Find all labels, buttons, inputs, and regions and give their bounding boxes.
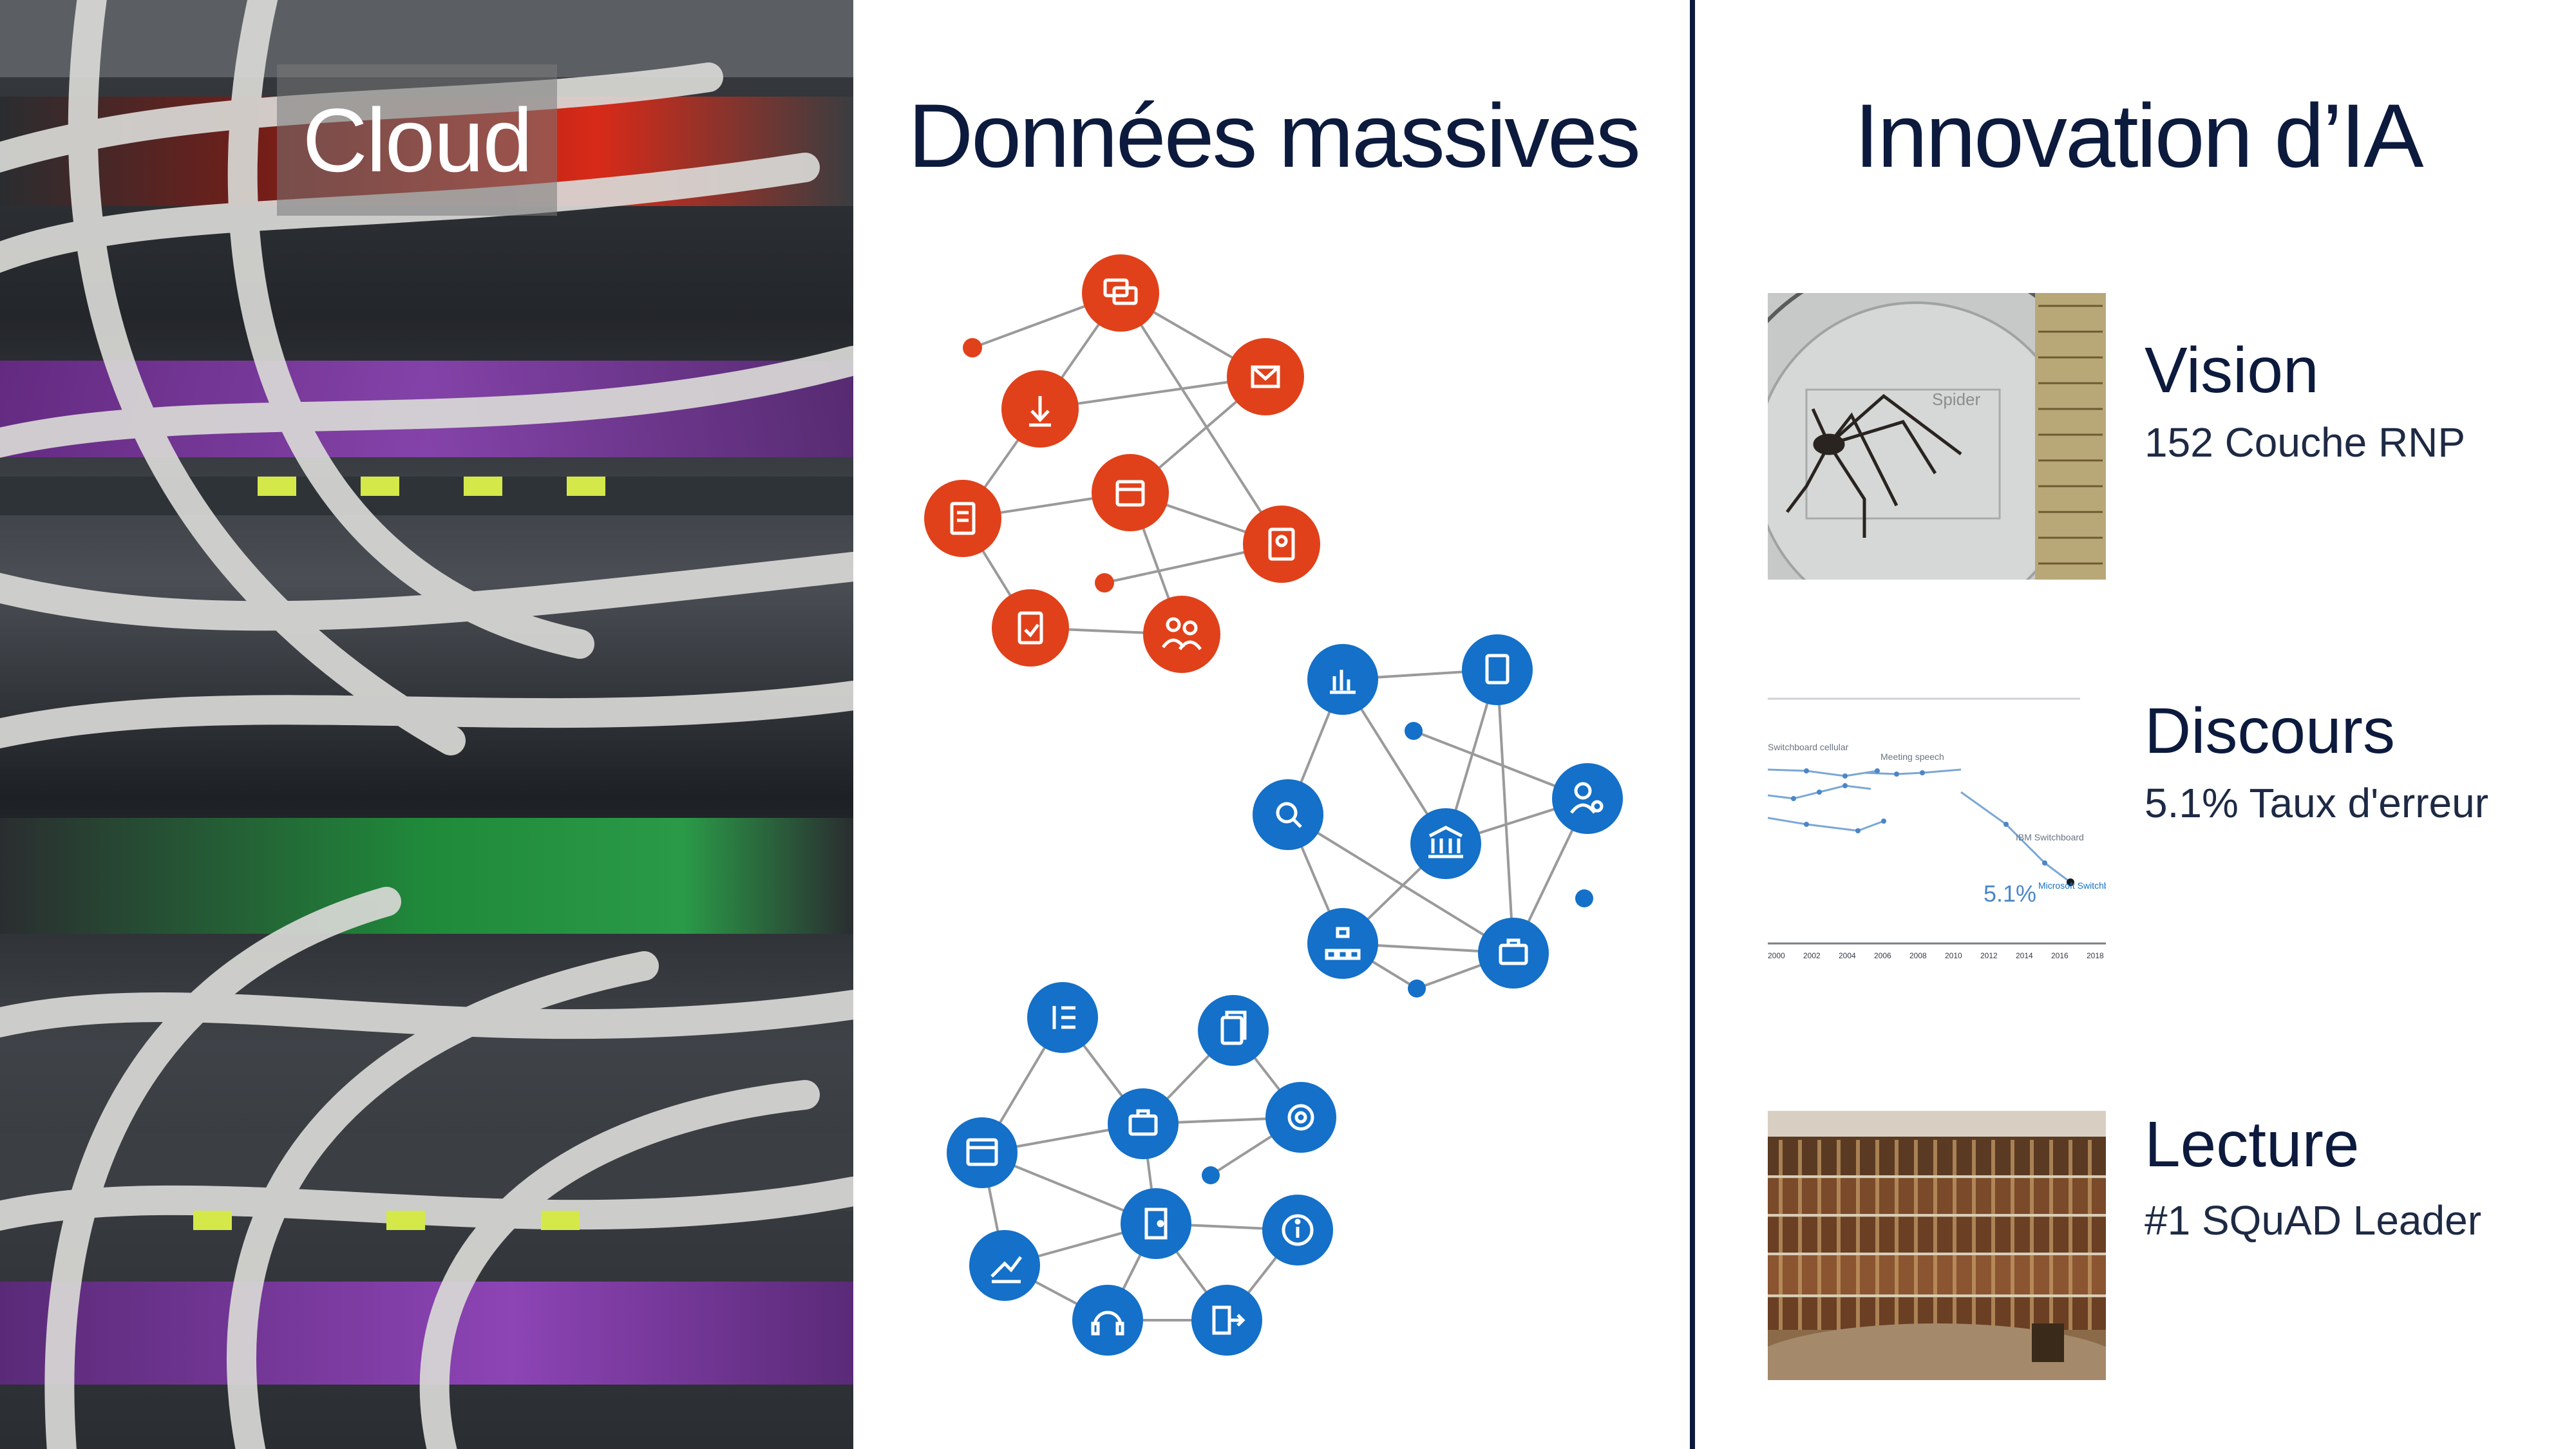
speech-subtitle: 5.1% Taux d'erreur [2145,780,2488,826]
browser-window-icon [947,1117,1018,1188]
cloud-title: Cloud [302,89,533,191]
label-ibm: IBM Switchboard [2016,832,2084,842]
cloud-title-box [277,64,557,216]
bank-icon [1410,808,1481,879]
vision-image-label: Spider [1932,390,1981,409]
big-data-title: Données massives [908,85,1641,186]
ai-innovation-title: Innovation d’IA [1854,85,2423,186]
label-switchboard: Switchboard cellular [1768,742,1849,752]
x-tick: 2010 [1945,951,1962,960]
briefcase-icon [1478,918,1549,989]
x-tick: 2008 [1909,951,1927,960]
door-icon [1121,1188,1191,1259]
vision-title: Vision [2145,334,2319,406]
x-tick: 2012 [1980,951,1998,960]
reading-title: Lecture [2145,1108,2360,1180]
x-tick: 2016 [2051,951,2069,960]
vision-thumbnail [1768,293,2106,580]
x-tick: 2004 [1839,951,1856,960]
reading-subtitle: #1 SQuAD Leader [2145,1197,2481,1244]
label-microsoft: Microsoft Switchboard [2038,880,2106,891]
reading-thumbnail [1768,1111,2106,1380]
people-icon [1143,596,1220,673]
label-meeting: Meeting speech [1880,752,1944,762]
cloud-photo [0,0,853,1449]
speech-title: Discours [2145,695,2395,767]
x-tick: 2000 [1768,951,1785,960]
clipboard-check-icon [992,589,1069,667]
tablet-icon [1462,634,1533,705]
section-divider [1690,0,1695,1449]
x-tick: 2006 [1874,951,1891,960]
briefcase-icon [1108,1088,1179,1159]
speech-error-chart: Switchboard cellular Meeting speech IBM … [1768,696,2106,966]
settings-search-icon [1265,1082,1336,1153]
x-tick: 2002 [1803,951,1821,960]
cable-lines [0,0,853,1449]
copy-icon [1198,995,1269,1066]
orange-nodes [924,254,1320,673]
headset-icon [1072,1285,1143,1356]
user-settings-icon [1552,763,1623,834]
highlight-value: 5.1% [1984,880,2036,907]
search-person-icon [1253,779,1323,850]
vision-subtitle: 152 Couche RNP [2145,419,2466,466]
calendar-icon [1092,454,1169,531]
data-network-diagram [924,254,1623,1356]
exit-icon [1191,1285,1262,1356]
x-tick: 2018 [2087,951,2104,960]
document-icon [924,480,1001,557]
org-chart-icon [1307,908,1378,979]
x-tick: 2014 [2016,951,2033,960]
chat-icon [1082,254,1159,332]
